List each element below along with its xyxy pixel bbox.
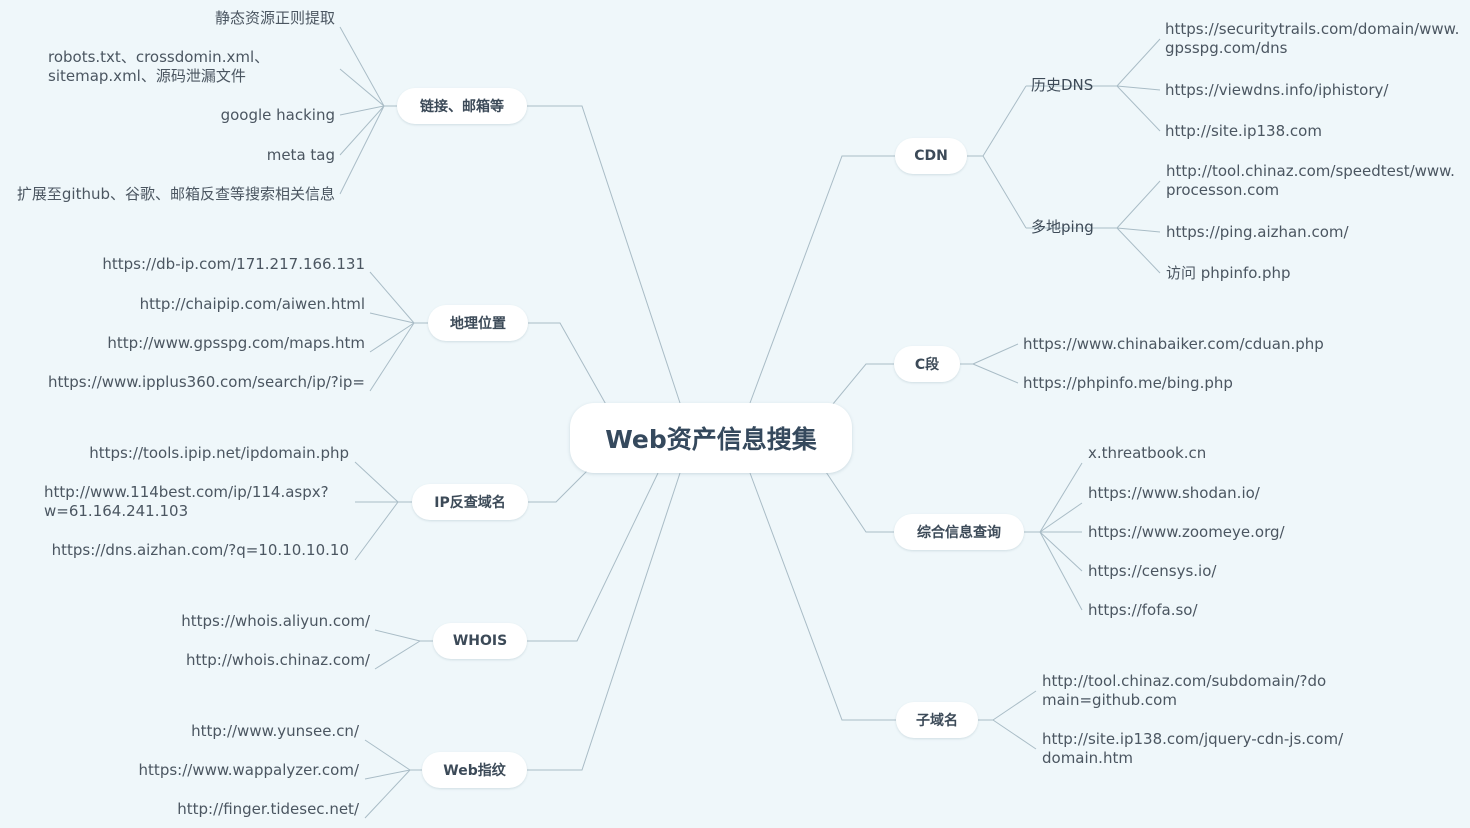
leaf-wappalyzer-link[interactable]: https://www.wappalyzer.com/ — [138, 761, 359, 779]
connector-line — [982, 85, 1027, 157]
connector-line — [339, 105, 385, 156]
branch-ip-reverse-domain[interactable]: IP反查域名 — [412, 484, 528, 520]
branch-label: IP反查域名 — [434, 495, 506, 511]
connector-line — [1116, 227, 1161, 274]
connector-line — [528, 465, 593, 503]
connector-line — [749, 472, 896, 721]
leaf-ip138-jquery-link[interactable]: http://site.ip138.com/jquery-cdn-js.com/… — [1042, 730, 1344, 767]
connector-line — [369, 322, 415, 353]
connector-line — [1116, 38, 1161, 87]
connector-line — [527, 105, 681, 404]
leaf-fofa-link[interactable]: https://fofa.so/ — [1088, 601, 1198, 619]
connector-line — [992, 690, 1037, 721]
branch-c-segment[interactable]: C段 — [894, 346, 960, 382]
connector-line — [364, 769, 411, 780]
connector-line — [374, 640, 421, 670]
sub-multi-ping[interactable]: 多地ping — [1031, 218, 1094, 236]
root-node[interactable]: Web资产信息搜集 — [570, 403, 852, 473]
branch-geolocation[interactable]: 地理位置 — [428, 305, 528, 341]
connector-line — [1039, 502, 1083, 533]
leaf-google-hacking: google hacking — [220, 106, 335, 124]
connector-line — [369, 271, 415, 324]
leaf-chinaz-subdomain-link[interactable]: http://tool.chinaz.com/subdomain/?domain… — [1042, 672, 1327, 709]
leaf-whois-chinaz-link[interactable]: http://whois.chinaz.com/ — [185, 651, 370, 669]
connector-line — [992, 719, 1037, 750]
connector-line — [369, 312, 415, 324]
connector-line — [749, 155, 895, 404]
connector-line — [821, 465, 894, 533]
sub-history-dns[interactable]: 历史DNS — [1031, 76, 1094, 94]
leaf-whois-aliyun-link[interactable]: https://whois.aliyun.com/ — [181, 612, 370, 630]
leaf-gpsspg-maps-link[interactable]: http://www.gpsspg.com/maps.htm — [107, 334, 365, 352]
branch-label: C段 — [914, 357, 940, 373]
leaf-robots-sitemap: robots.txt、crossdomin.xml、sitemap.xml、源码… — [48, 48, 270, 85]
connector-line — [528, 322, 609, 409]
branch-comprehensive-query[interactable]: 综合信息查询 — [894, 514, 1024, 550]
branch-label: 地理位置 — [450, 316, 506, 332]
leaf-static-resource-regex: 静态资源正则提取 — [214, 9, 335, 27]
branch-label: 综合信息查询 — [917, 525, 1001, 541]
branch-cdn[interactable]: CDN — [895, 138, 967, 174]
leaf-site-ip138-link[interactable]: http://site.ip138.com — [1165, 122, 1322, 140]
leaf-chinaz-speedtest-link[interactable]: http://tool.chinaz.com/speedtest/www.pro… — [1166, 162, 1455, 199]
leaf-ipip-link[interactable]: https://tools.ipip.net/ipdomain.php — [89, 444, 349, 462]
branch-label: CDN — [914, 148, 948, 164]
branch-label: WHOIS — [452, 633, 508, 649]
leaf-securitytrails-link[interactable]: https://securitytrails.com/domain/www.gp… — [1165, 20, 1460, 57]
connector-line — [1116, 85, 1161, 132]
branch-label: 链接、邮箱等 — [420, 99, 504, 115]
connector-line — [364, 739, 411, 771]
branch-subdomain[interactable]: 子域名 — [896, 702, 978, 738]
leaf-phpinfo: 访问 phpinfo.php — [1166, 264, 1291, 282]
leaf-tidesec-link[interactable]: http://finger.tidesec.net/ — [177, 800, 359, 818]
branch-label: Web指纹 — [443, 763, 506, 779]
connector-line — [1039, 531, 1083, 572]
connector-line — [1039, 462, 1083, 533]
leaf-db-ip-link[interactable]: https://db-ip.com/171.217.166.131 — [102, 255, 365, 273]
branch-web-fingerprint[interactable]: Web指纹 — [422, 752, 527, 788]
branch-whois[interactable]: WHOIS — [433, 623, 527, 659]
connector-line — [982, 155, 1027, 229]
connector-line — [374, 629, 421, 642]
connector-line — [1116, 227, 1161, 233]
leaf-phpinfo-bing-link[interactable]: https://phpinfo.me/bing.php — [1023, 374, 1233, 392]
connector-line — [339, 105, 385, 195]
connector-line — [827, 363, 894, 411]
connector-line — [354, 501, 399, 561]
connector-line — [1039, 531, 1083, 611]
connector-line — [1116, 85, 1161, 91]
leaf-meta-tag: meta tag — [266, 146, 335, 164]
leaf-chinabaiker-link[interactable]: https://www.chinabaiker.com/cduan.php — [1023, 335, 1324, 353]
leaf-chaipip-link[interactable]: http://chaipip.com/aiwen.html — [139, 295, 365, 313]
branch-label: 子域名 — [916, 713, 958, 729]
connector-line — [527, 472, 659, 642]
connector-line — [527, 472, 681, 771]
branch-links-emails[interactable]: 链接、邮箱等 — [397, 88, 527, 124]
leaf-aizhan-dns-link[interactable]: https://dns.aizhan.com/?q=10.10.10.10 — [51, 541, 349, 559]
connector-line — [339, 105, 385, 116]
leaf-zoomeye-link[interactable]: https://www.zoomeye.org/ — [1088, 523, 1285, 541]
leaf-ping-aizhan-link[interactable]: https://ping.aizhan.com/ — [1166, 223, 1349, 241]
leaf-censys-link[interactable]: https://censys.io/ — [1088, 562, 1217, 580]
leaf-114best-link[interactable]: http://www.114best.com/ip/114.aspx?w=61.… — [44, 483, 329, 520]
connector-line — [972, 363, 1019, 384]
leaf-shodan-link[interactable]: https://www.shodan.io/ — [1088, 484, 1260, 502]
connector-line — [972, 343, 1019, 365]
leaf-viewdns-link[interactable]: https://viewdns.info/iphistory/ — [1165, 81, 1389, 99]
leaf-yunsee-link[interactable]: http://www.yunsee.cn/ — [191, 722, 359, 740]
leaf-extend-search: 扩展至github、谷歌、邮箱反查等搜索相关信息 — [16, 185, 335, 203]
connector-line — [354, 461, 399, 503]
connector-line — [1116, 180, 1161, 229]
root-label: Web资产信息搜集 — [605, 425, 817, 454]
connector-line — [339, 68, 385, 107]
connector-line — [339, 26, 385, 107]
connector-line — [364, 769, 411, 819]
leaf-ipplus360-link[interactable]: https://www.ipplus360.com/search/ip/?ip= — [48, 373, 365, 391]
leaf-threatbook-link[interactable]: x.threatbook.cn — [1088, 444, 1207, 462]
connector-line — [369, 322, 415, 392]
